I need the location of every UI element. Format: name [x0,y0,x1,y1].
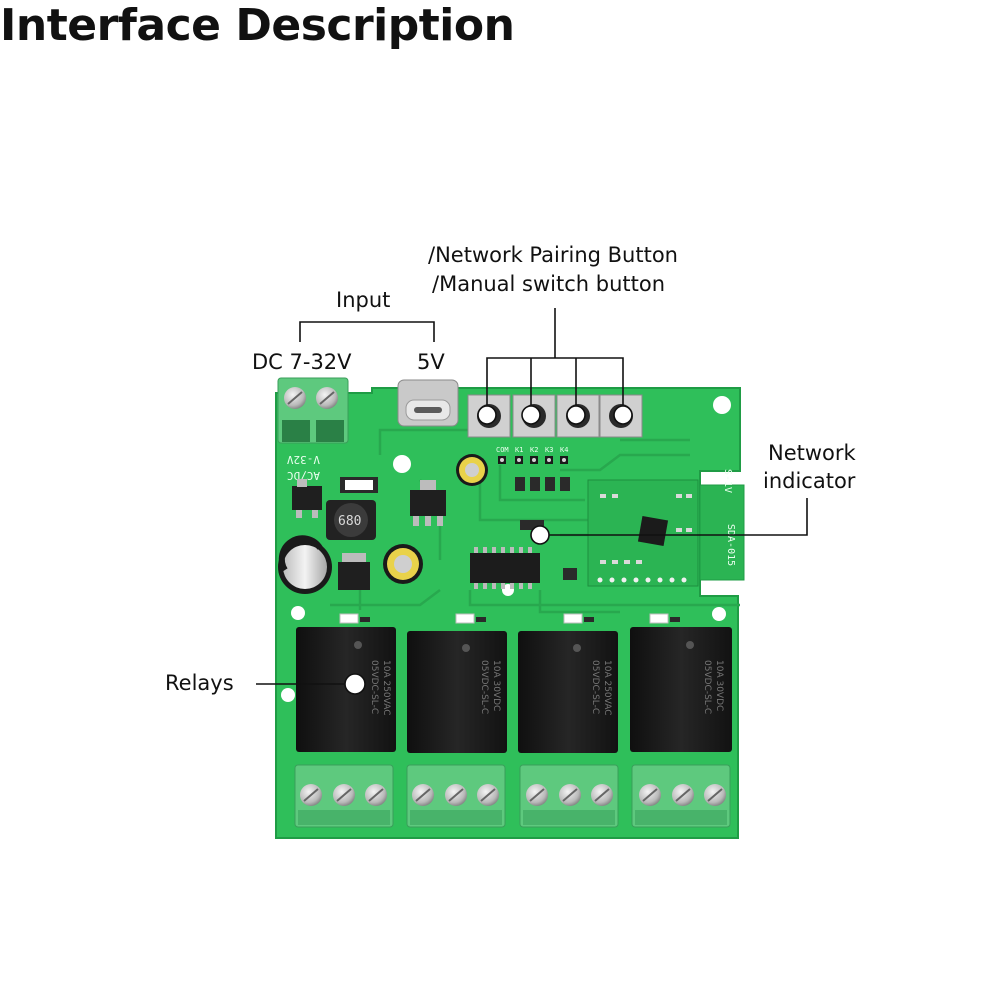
svg-text:05VDC-SL-C: 05VDC-SL-C [479,660,489,714]
capacitor-small [456,454,488,486]
callout-dots [344,405,633,695]
svg-text:10A 250VAC: 10A 250VAC [602,660,612,716]
wifi-module-antenna [699,484,745,581]
indicator-leader [540,498,808,536]
relay-3: 05VDC-SL-C 10A 250VAC [518,631,618,753]
svg-text:K1: K1 [515,446,523,454]
header-pins: COM K1 K2 K3 K4 [496,446,568,464]
label-pairing-button: /Network Pairing Button [428,243,678,267]
svg-text:680: 680 [338,514,361,529]
relay-leds [339,613,669,624]
input-bracket [299,321,435,342]
svg-text:05VDC-SL-C: 05VDC-SL-C [590,660,600,714]
relay-2: 05VDC-SL-C 10A 30VDC [407,631,507,753]
silkscreen-voltage: V-32V [287,453,320,466]
smd-components [340,477,612,580]
ldo-regulator [410,480,446,526]
svg-text:K2: K2 [530,446,538,454]
inductor: 680 [326,500,376,540]
driver-ic [470,547,540,589]
antenna-marking: SDA-015 [725,524,736,566]
mounting-hole [281,688,295,702]
callout-lines [256,308,808,685]
capacitor-large [278,535,332,594]
svg-text:10A 250VAC: 10A 250VAC [381,660,391,716]
wifi-module [587,479,699,587]
svg-text:05VDC-SL-C: 05VDC-SL-C [702,660,712,714]
svg-text:K3: K3 [545,446,553,454]
label-manual-button: /Manual switch button [432,272,666,296]
pcb-traces [330,428,740,614]
module-marking: S-1V [722,469,733,493]
svg-text:05VDC-SL-C: 05VDC-SL-C [369,660,379,714]
mounting-hole [713,396,731,414]
label-network-indicator-1: Network [768,441,856,465]
relay-4: 05VDC-SL-C 10A 30VDC [630,627,732,752]
label-network-indicator-2: indicator [763,469,856,493]
svg-text:K4: K4 [560,446,568,454]
silkscreen-acdc: AC/DC [287,469,320,482]
svg-text:COM: COM [496,446,509,454]
usb-c-connector [397,379,459,427]
label-dc-input: DC 7-32V [252,350,352,374]
svg-text:10A 30VDC: 10A 30VDC [714,660,724,711]
svg-text:10A 30VDC: 10A 30VDC [491,660,501,711]
mounting-hole [712,607,726,621]
transistor [338,553,370,590]
label-relays: Relays [165,671,234,695]
dc-terminal-block [277,377,349,444]
voltage-regulator [292,479,322,518]
mounting-hole [393,455,411,473]
label-input: Input [336,288,391,312]
page-title: Interface Description [0,0,515,51]
label-usb-input: 5V [417,350,445,374]
mounting-hole [291,606,305,620]
capacitor-medium [383,544,423,584]
